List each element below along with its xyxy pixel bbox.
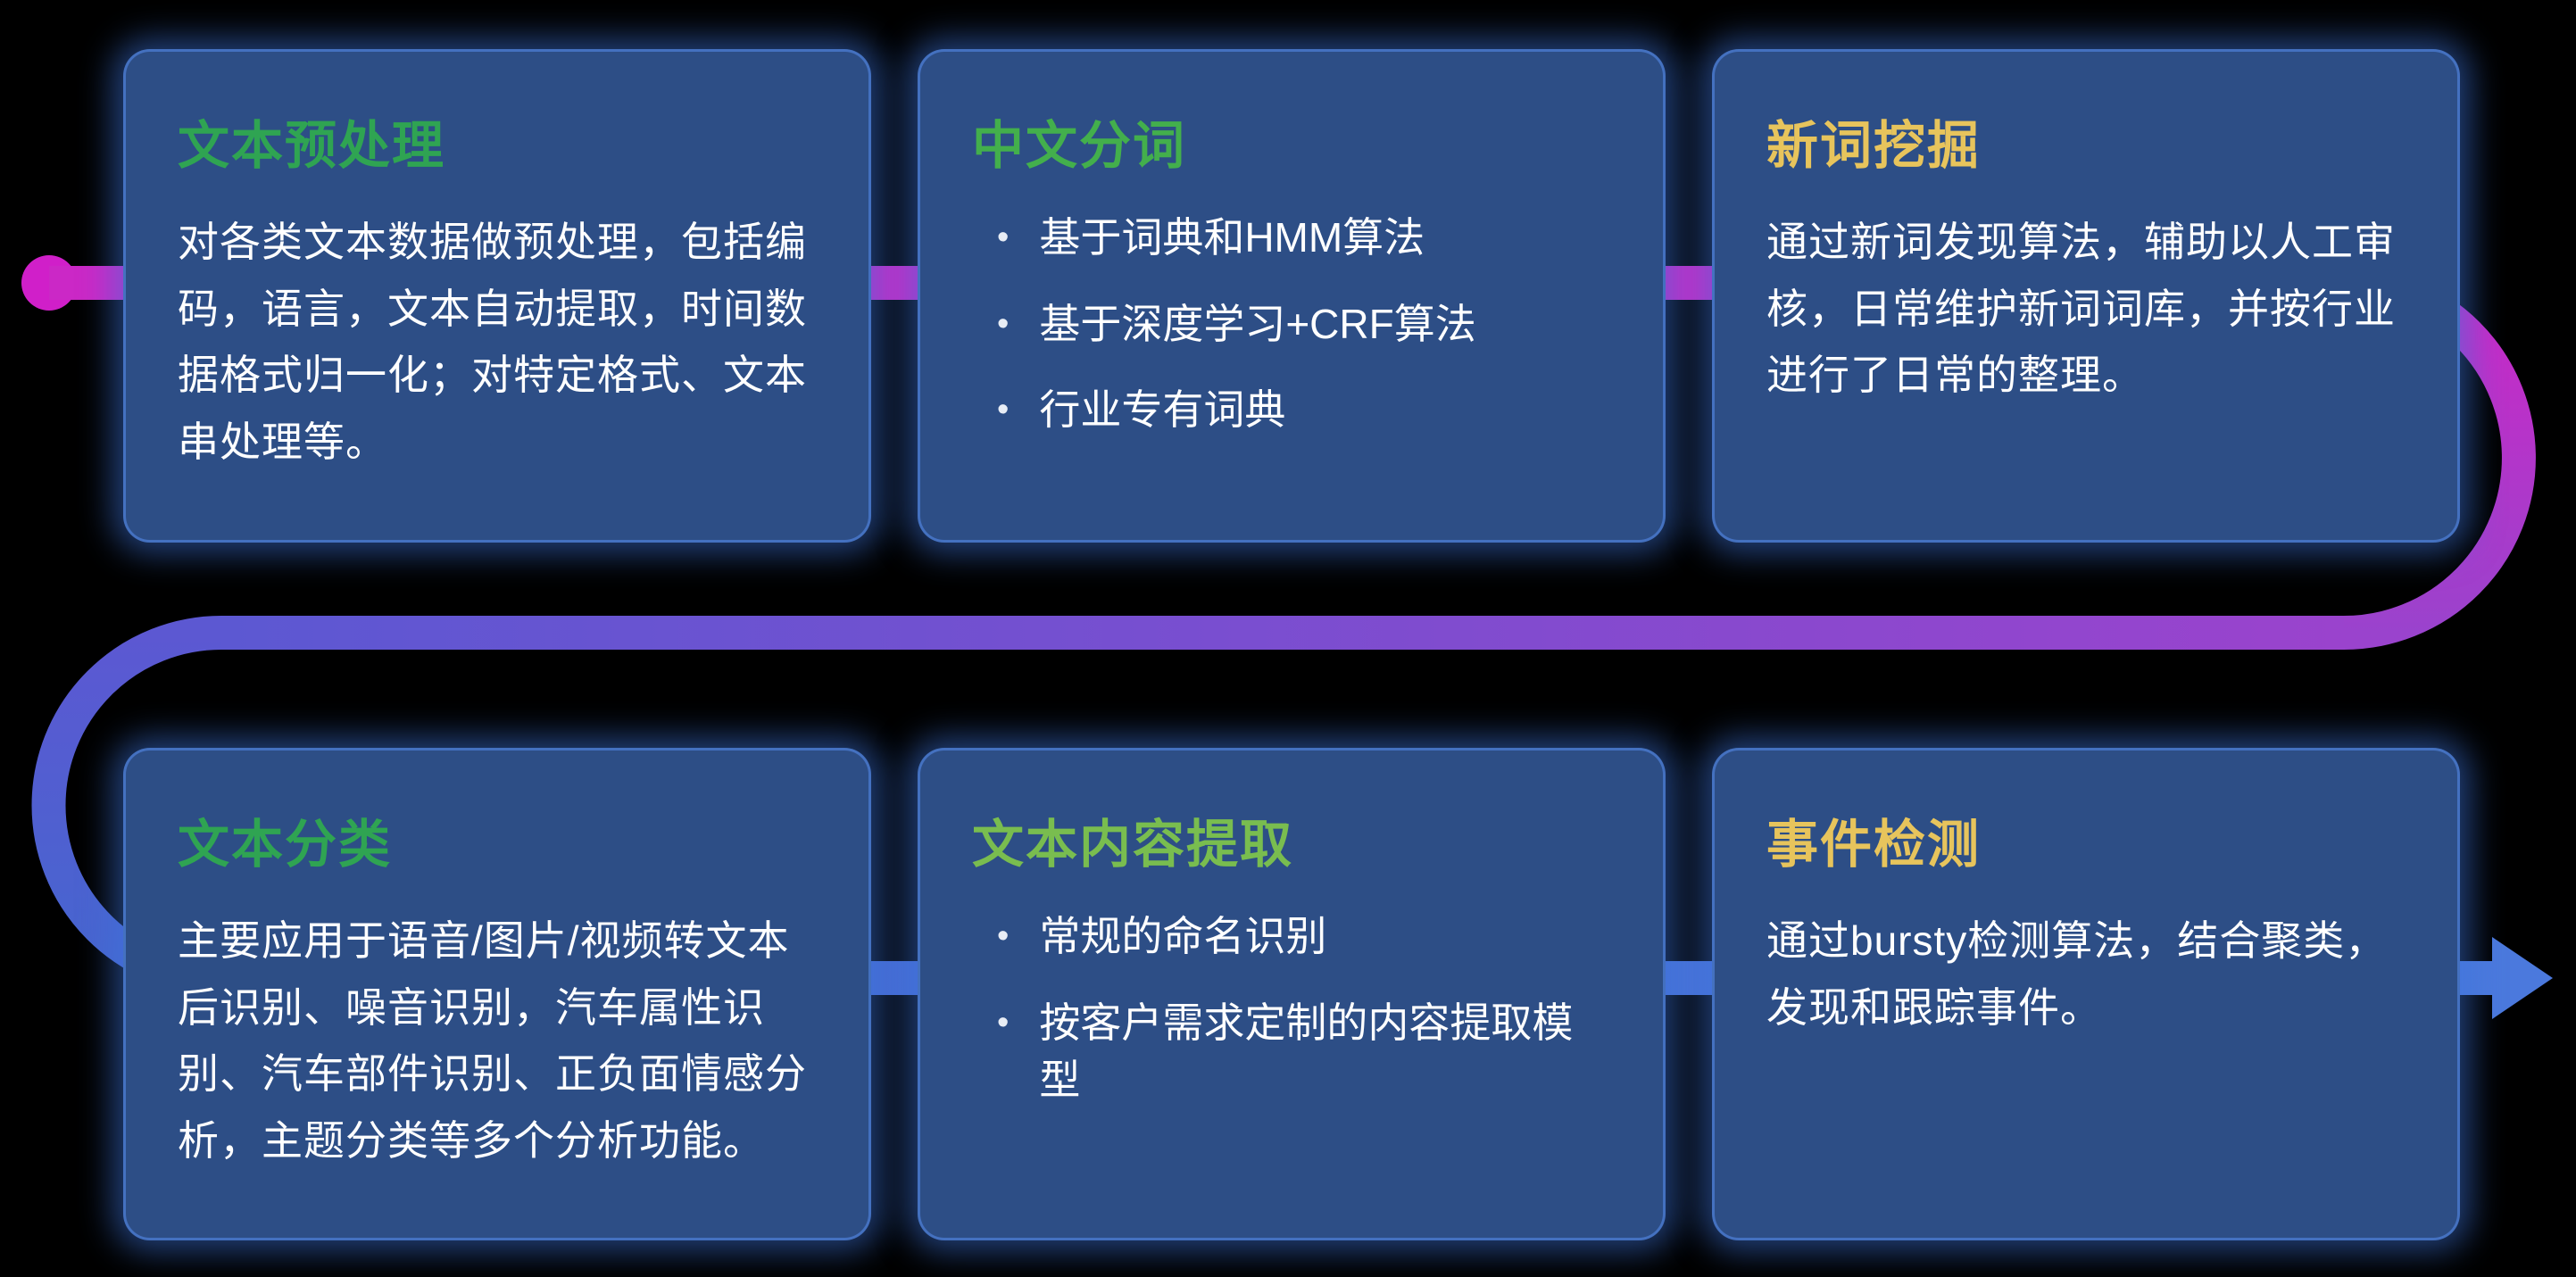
card-title: 新词挖掘	[1766, 117, 1982, 175]
list-item: • 行业专有词典	[997, 381, 1611, 439]
card-description: 通过bursty检测算法，结合聚类，发现和跟踪事件。	[1766, 917, 2388, 1031]
card-title: 中文分词	[972, 117, 1187, 175]
card-bullet-list: • 基于词典和HMM算法 • 基于深度学习+CRF算法 • 行业专有词典	[972, 209, 1611, 439]
card-bullet-list: • 常规的命名识别 • 按客户需求定制的内容提取模型	[972, 908, 1611, 1108]
list-item: • 按客户需求定制的内容提取模型	[997, 994, 1611, 1109]
bullet-text: 基于深度学习+CRF算法	[1039, 300, 1476, 347]
card-text-preprocessing: 文本预处理 对各类文本数据做预处理，包括编码，语言，文本自动提取，时间数据格式归…	[123, 49, 871, 543]
card-text-content-extraction: 文本内容提取 • 常规的命名识别 • 按客户需求定制的内容提取模型	[918, 748, 1666, 1240]
bullet-text: 常规的命名识别	[1039, 913, 1327, 959]
list-item: • 基于词典和HMM算法	[997, 209, 1611, 267]
card-title: 文本预处理	[178, 117, 446, 175]
card-title: 文本内容提取	[972, 816, 1294, 874]
bullet-icon: •	[997, 219, 1010, 256]
flow-arrow-icon	[2492, 937, 2553, 1019]
bullet-text: 按客户需求定制的内容提取模型	[1039, 999, 1574, 1103]
list-item: • 基于深度学习+CRF算法	[997, 295, 1611, 353]
bullet-icon: •	[997, 917, 1010, 955]
list-item: • 常规的命名识别	[997, 908, 1611, 966]
card-description: 主要应用于语音/图片/视频转文本后识别、噪音识别，汽车属性识别、汽车部件识别、正…	[178, 917, 807, 1164]
card-text-classification: 文本分类 主要应用于语音/图片/视频转文本后识别、噪音识别，汽车属性识别、汽车部…	[123, 748, 871, 1240]
card-title: 事件检测	[1766, 816, 1982, 874]
bullet-icon: •	[997, 304, 1010, 343]
bullet-icon: •	[997, 391, 1010, 429]
bullet-text: 基于词典和HMM算法	[1039, 214, 1425, 261]
card-description: 通过新词发现算法，辅助以人工审核，日常维护新词词库，并按行业进行了日常的整理。	[1766, 219, 2396, 399]
card-description: 对各类文本数据做预处理，包括编码，语言，文本自动提取，时间数据格式归一化；对特定…	[178, 219, 807, 465]
bullet-icon: •	[997, 1003, 1010, 1041]
card-title: 文本分类	[178, 816, 393, 874]
card-event-detection: 事件检测 通过bursty检测算法，结合聚类，发现和跟踪事件。	[1712, 748, 2460, 1240]
card-new-word-mining: 新词挖掘 通过新词发现算法，辅助以人工审核，日常维护新词词库，并按行业进行了日常…	[1712, 49, 2460, 543]
bullet-text: 行业专有词典	[1039, 386, 1286, 434]
card-chinese-word-segmentation: 中文分词 • 基于词典和HMM算法 • 基于深度学习+CRF算法 • 行业专有词…	[918, 49, 1666, 543]
